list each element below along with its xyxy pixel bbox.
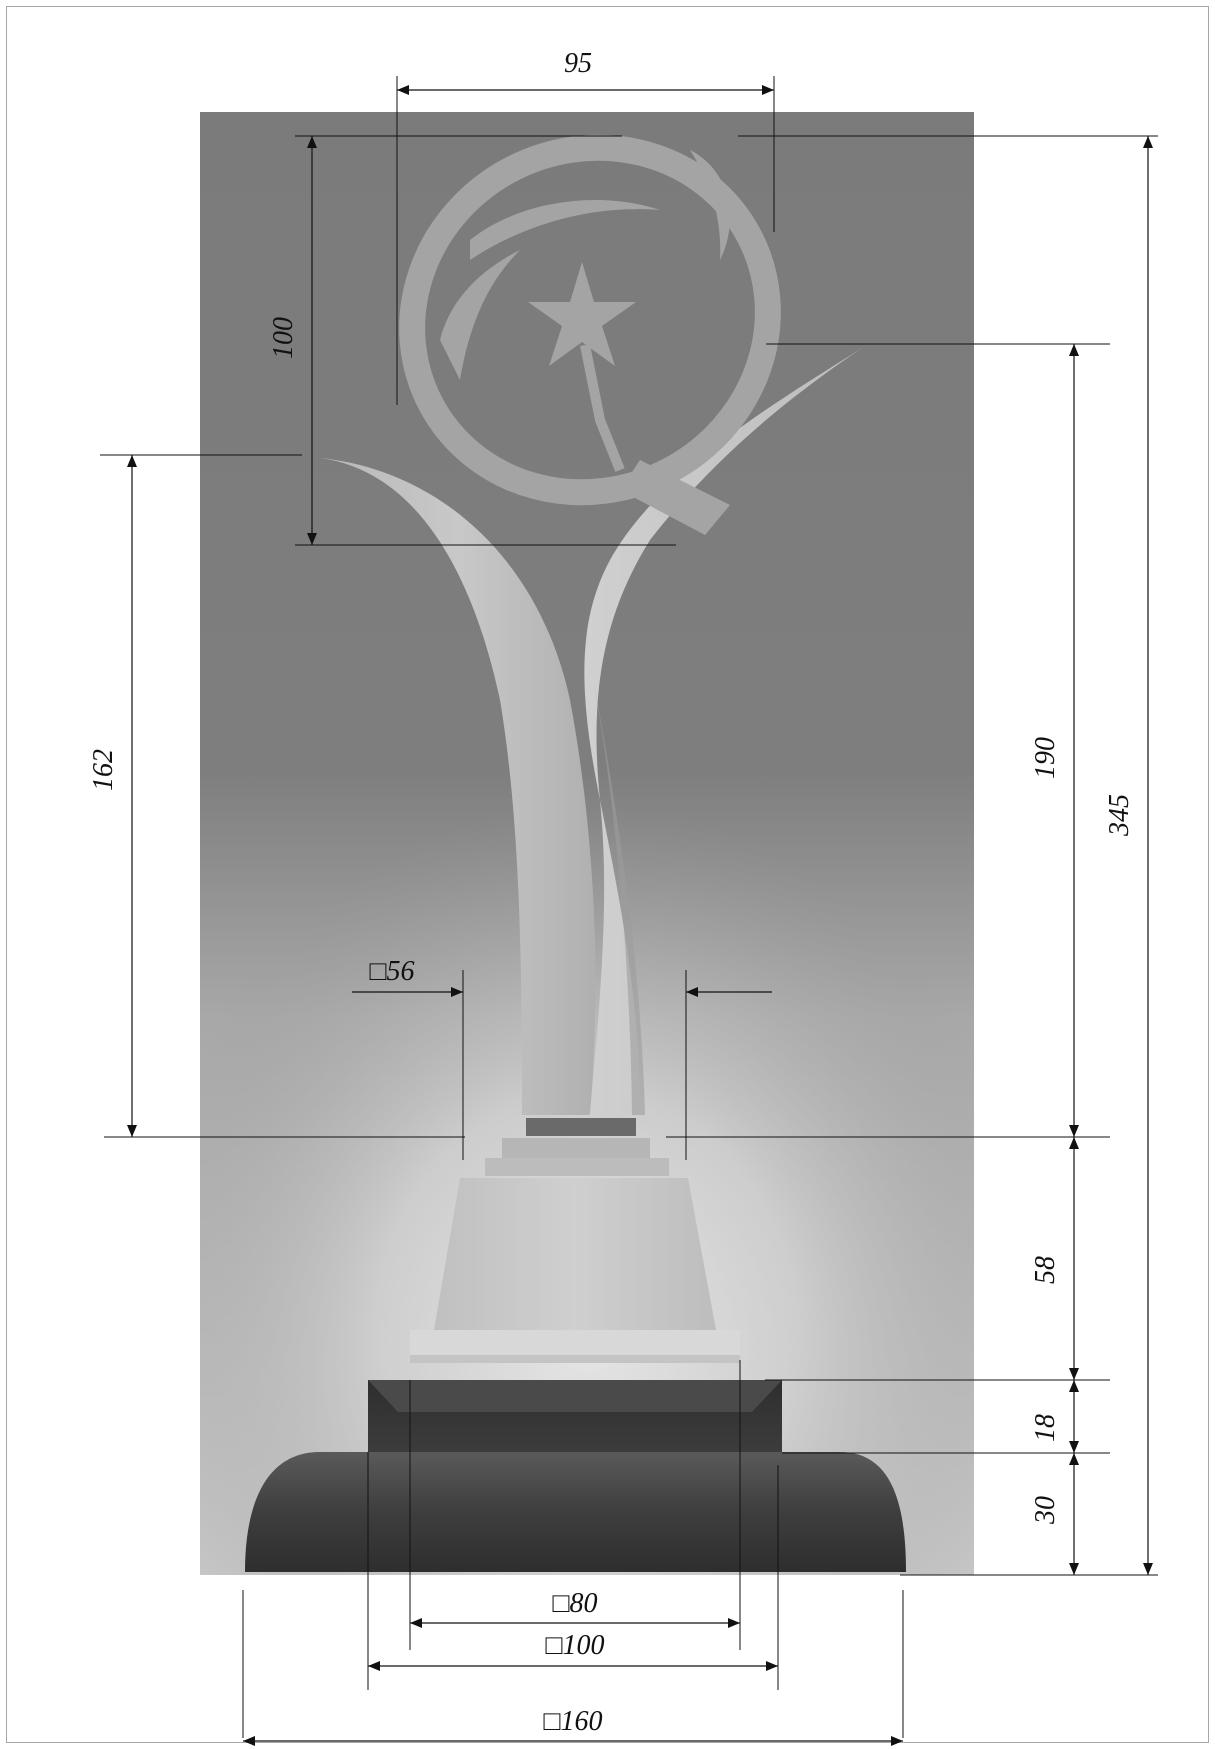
dimension-lines: [100, 76, 1158, 1746]
dim-total-height: 345: [1104, 794, 1135, 837]
dim-bottom-base-height: 30: [1030, 1496, 1061, 1525]
dim-middle-base-width: □100: [546, 1630, 605, 1661]
pedestal-step-top: [502, 1138, 650, 1158]
right-leaf: [584, 348, 862, 1115]
dim-bottom-base-width: □160: [544, 1706, 603, 1737]
pedestal-body: [434, 1178, 716, 1330]
dimension-labels: 95 100 162 □56 190 345 58 18 30 □80 □100…: [88, 48, 1135, 1737]
drawing-frame: [6, 6, 1209, 1743]
dim-stem-width: □56: [370, 956, 415, 987]
dim-leaf-height: 162: [88, 749, 119, 791]
dim-pedestal-width: □80: [553, 1588, 598, 1619]
pedestal-step-bottom: [485, 1158, 669, 1176]
star-icon: [528, 262, 636, 472]
stem-collar: [526, 1118, 636, 1136]
ring-icon: [399, 134, 781, 535]
dim-pedestal-height: 58: [1030, 1256, 1061, 1284]
left-leaf: [320, 458, 596, 1115]
bottom-base: [245, 1452, 906, 1572]
dim-upper-height: 190: [1030, 737, 1061, 779]
trophy-illustration: [245, 134, 906, 1572]
dim-middle-base-height: 18: [1030, 1414, 1061, 1442]
dim-top-ring-width: 95: [564, 48, 592, 79]
dim-ring-height: 100: [268, 317, 299, 359]
